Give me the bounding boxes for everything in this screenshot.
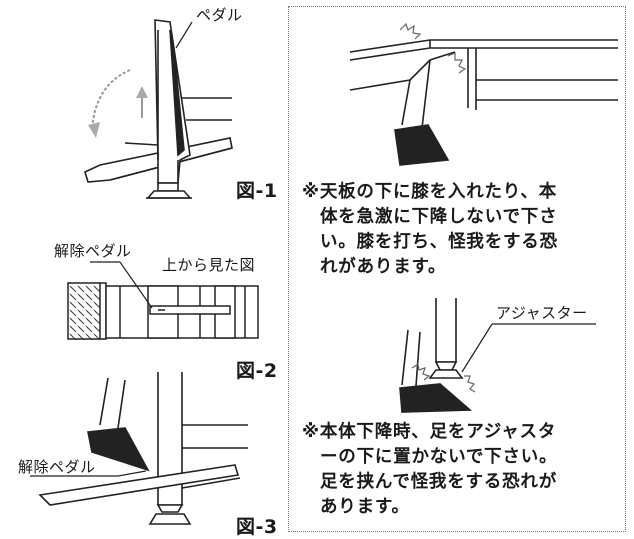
pedal-label: ペダル — [196, 6, 243, 24]
warning2-line2: ーの下に置かないで下さい。 — [320, 447, 558, 467]
warning2-line4: あります。 — [320, 497, 410, 517]
knee-warning-text: ※天板の下に膝を入れたり、本 体を急激に下降しないで下さ い。膝を打ち、怪我をす… — [302, 180, 558, 280]
warning-panel — [288, 6, 626, 532]
top-view-label: 上から見た図 — [162, 256, 256, 274]
release-pedal-label-fig3: 解除ペダル — [18, 458, 96, 476]
release-pedal-label-fig2: 解除ペダル — [54, 242, 132, 260]
warning1-line3: い。膝を打ち、怪我をする恐 — [320, 232, 558, 252]
foot-warning-text: ※本体下降時、足をアジャスタ ーの下に置かないで下さい。 足を挟んで怪我をする恐… — [302, 420, 557, 520]
warning2-line1: ※本体下降時、足をアジャスタ — [302, 422, 557, 442]
warning2-line3: 足を挟んで怪我をする恐れが — [320, 472, 558, 492]
figure-3-caption: 図-3 — [236, 516, 278, 538]
warning1-line2: 体を急激に下降しないで下さ — [320, 207, 558, 227]
figure-2-caption: 図-2 — [236, 360, 278, 382]
adjuster-label: アジャスター — [496, 304, 588, 322]
figure-1-caption: 図-1 — [236, 180, 278, 202]
warning1-line1: ※天板の下に膝を入れたり、本 — [302, 182, 558, 202]
warning1-line4: れがあります。 — [320, 257, 447, 277]
